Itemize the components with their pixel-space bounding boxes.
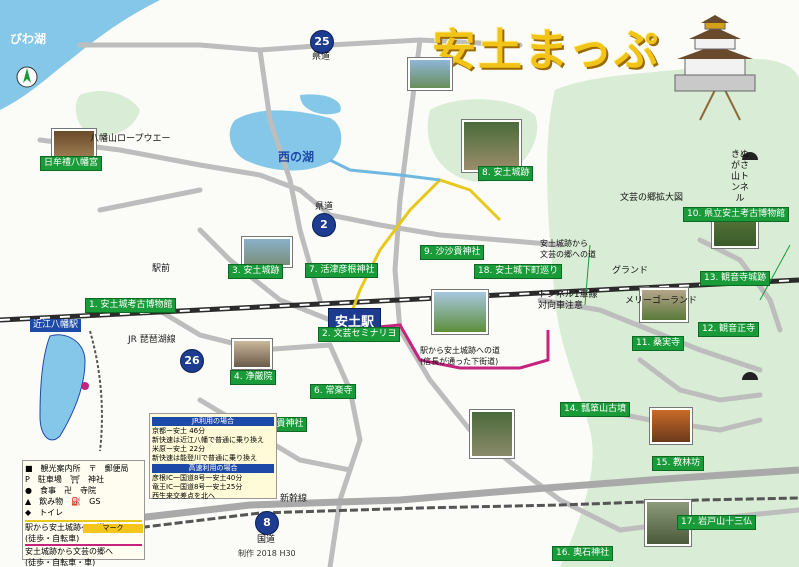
- legend-route1: 駅から安土城跡への道: [25, 520, 142, 533]
- legend-route2b: (徒歩・自転車・車): [25, 558, 96, 567]
- jr-info-line1: 京都ー安土 46分: [152, 427, 206, 435]
- biwako-lake: [0, 0, 160, 110]
- omihachiman-station[interactable]: 近江八幡駅: [30, 319, 82, 332]
- spot-14-label[interactable]: 14. 瓢箪山古墳: [560, 402, 631, 417]
- kyoto-note-label: 安土城跡から 文芸の郷への道: [540, 239, 596, 259]
- legend-parking-icon: P: [25, 475, 30, 484]
- spot-15-label[interactable]: 15. 教林坊: [652, 456, 705, 471]
- legend-parking: 駐車場: [37, 475, 62, 484]
- jr-info-line6: 竜王IC一国道8号一安土25分: [152, 483, 243, 491]
- photo-kuwanomi: [640, 288, 688, 322]
- map-title: 安土まっぷ: [432, 25, 661, 76]
- legend-food-icon: ●: [25, 486, 32, 495]
- spot-9-label[interactable]: 9. 沙沙貴神社: [420, 245, 485, 260]
- spot-6-label[interactable]: 6. 常楽寺: [310, 384, 357, 399]
- jr-info-line3: 米原ー安土 22分: [152, 445, 206, 453]
- grand-label: グランド: [612, 266, 649, 276]
- spot-10-label[interactable]: 10. 県立安土考古博物館: [683, 207, 790, 222]
- mark-label: マーク: [83, 524, 143, 533]
- station-front-label: 駅前: [152, 264, 171, 274]
- legend-food: 食事: [39, 486, 56, 495]
- legend-temple-icon: 卍: [63, 486, 72, 495]
- route-25-label: 県道: [312, 52, 331, 62]
- cycle-note-label: 駅から安土城跡への道 (信長が通った下街道): [420, 346, 500, 366]
- azuchi-castle-illustration: [674, 15, 756, 92]
- jr-info-line5: 彦根IC一国道8号一安土40分: [152, 474, 243, 482]
- legend-drink: 飲み物: [39, 497, 64, 506]
- spot-16-label[interactable]: 16. 奥石神社: [552, 546, 614, 561]
- spot-13-label[interactable]: 13. 観音寺城跡: [700, 271, 771, 286]
- nishinoko-label: 西の湖: [278, 150, 315, 164]
- legend-drink-icon: ▲: [25, 497, 32, 506]
- spot-12-label[interactable]: 12. 観音正寺: [698, 322, 760, 337]
- spot-4-label[interactable]: 4. 浄厳院: [230, 370, 277, 385]
- tunnel-note-label: トンネル1車線 対向車注意: [538, 290, 598, 311]
- nishinoko-lake: [229, 110, 342, 171]
- biwako-label: びわ湖: [10, 32, 47, 46]
- legend-gs: GS: [89, 497, 101, 506]
- legend-gs-icon: ⛽: [71, 497, 82, 506]
- shinkansen-label: 新幹線: [280, 494, 308, 504]
- hiyoshi-label[interactable]: 日牟禮八幡宮: [40, 156, 103, 171]
- spot-1-label[interactable]: 1. 安土城考古博物館: [85, 298, 177, 313]
- photo-kyorinbo: [650, 408, 692, 444]
- kokudo-label: 国道: [257, 535, 276, 545]
- spot-18-label[interactable]: 18. 安土城下町巡り: [474, 264, 563, 279]
- route-26-shield: 26: [180, 349, 204, 373]
- route-2-label: 県道: [315, 202, 334, 212]
- spot-7-label[interactable]: 7. 活津彦根神社: [305, 263, 379, 278]
- jr-line-label: JR 琵琶湖線: [128, 335, 176, 345]
- photo-ishiba: [470, 410, 514, 458]
- legend-post-icon: 〒: [88, 464, 97, 473]
- legend-info: 観光案内所: [40, 464, 81, 473]
- north-compass-icon: [16, 66, 38, 88]
- legend-temple: 寺院: [79, 486, 96, 495]
- legend-shrine-icon: ⛩: [69, 475, 80, 484]
- spot-3-label[interactable]: 3. 安土城跡: [228, 264, 284, 279]
- photo-jogon-in: [232, 339, 272, 369]
- legend-shrine: 神社: [87, 475, 104, 484]
- route-8-shield: 8: [255, 511, 279, 535]
- photo-fields: [432, 290, 488, 334]
- legend-toilet: トイレ: [39, 508, 64, 517]
- legend-route2: 安土城跡から文芸の郷へ: [25, 544, 142, 557]
- spot-11-label[interactable]: 11. 桑実寺: [632, 336, 685, 351]
- legend-info-icon: ■: [25, 464, 33, 473]
- legend-toilet-icon: ◆: [25, 508, 32, 517]
- route-25-shield: 25: [310, 30, 334, 54]
- merry-land-label: メリーゴーランド: [625, 296, 698, 306]
- hachimanyama-label: 八幡山ロープウエー: [90, 134, 171, 144]
- route-2-shield: 2: [312, 213, 336, 237]
- photo-station-area: [242, 237, 292, 267]
- highway-info-header: 高速利用の場合: [152, 464, 274, 473]
- spot-17-label[interactable]: 17. 岩戸山十三仏: [677, 515, 757, 530]
- jr-info-header: JR利用の場合: [152, 417, 274, 426]
- spot-2-label[interactable]: 2. 文芸セミナリヨ: [318, 327, 401, 342]
- spot-8-label[interactable]: 8. 安土城跡: [478, 166, 534, 181]
- jr-info-line7: 西生来交差点を北へ: [152, 492, 215, 500]
- credit-label: 制作 2018 H30: [238, 549, 296, 558]
- jr-info-line2: 新快速は近江八幡で普通に乗り換え: [152, 436, 264, 444]
- kinugasa-tunnel-label: きぬがさ山トンネル: [730, 150, 749, 204]
- access-info-box: JR利用の場合 京都ー安土 46分 新快速は近江八幡で普通に乗り換え 米原ー安土…: [149, 413, 277, 500]
- legend-post: 郵便局: [104, 464, 129, 473]
- map-legend: ■ 観光案内所〒郵便局 P 駐車場 ⛩ 神社 ● 食事卍寺院 ▲ 飲み物 ⛽ GS ◆ トイレ 駅…: [22, 460, 145, 567]
- legend-route1b: (徒歩・自転車): [25, 534, 80, 543]
- jr-info-line4: 新快速は能登川で普通に乗り換え: [152, 454, 257, 462]
- photo-azuchi-castle-steps: [462, 120, 521, 172]
- bungei-map-label: 文芸の郷拡大図: [620, 193, 684, 203]
- inset-map: [39, 330, 103, 452]
- photo-hakubutsukan: [408, 58, 452, 90]
